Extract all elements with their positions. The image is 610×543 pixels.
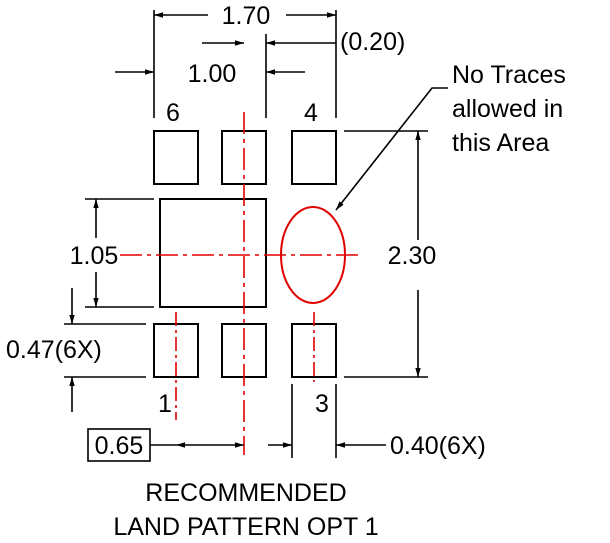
dim-pin-pitch: 0.65 bbox=[95, 432, 144, 460]
centerlines bbox=[120, 112, 362, 455]
dim-pad-width: 0.40(6X) bbox=[390, 432, 486, 460]
dim-pitch: 1.00 bbox=[188, 60, 237, 88]
pin-label-4: 4 bbox=[304, 99, 318, 127]
dim-pad-length: 0.47(6X) bbox=[6, 336, 102, 364]
labels: 1.70 (0.20) 1.00 6 4 1 3 No Traces allow… bbox=[6, 2, 566, 541]
dim-overall-height: 2.30 bbox=[388, 242, 437, 270]
pin-label-3: 3 bbox=[315, 390, 329, 418]
dim-offset: (0.20) bbox=[340, 28, 405, 56]
note-leader bbox=[335, 87, 448, 211]
caption-line-1: RECOMMENDED bbox=[145, 479, 346, 507]
thermal-pad bbox=[159, 198, 267, 308]
pad-4 bbox=[291, 130, 337, 185]
keepout-ellipse bbox=[280, 206, 346, 304]
note-line-3: this Area bbox=[452, 129, 549, 157]
dim-thermal-pad-height: 1.05 bbox=[70, 242, 119, 270]
dim-overall-width: 1.70 bbox=[222, 2, 271, 30]
pin-label-1: 1 bbox=[158, 390, 172, 418]
caption-line-2: LAND PATTERN OPT 1 bbox=[113, 513, 378, 541]
dimension-lines bbox=[64, 10, 448, 462]
note-line-1: No Traces bbox=[452, 61, 566, 89]
pad-6 bbox=[153, 130, 199, 185]
pads bbox=[153, 130, 337, 378]
note-line-2: allowed in bbox=[452, 95, 563, 123]
pin-label-6: 6 bbox=[166, 99, 180, 127]
pin-pitch-box bbox=[87, 428, 151, 462]
